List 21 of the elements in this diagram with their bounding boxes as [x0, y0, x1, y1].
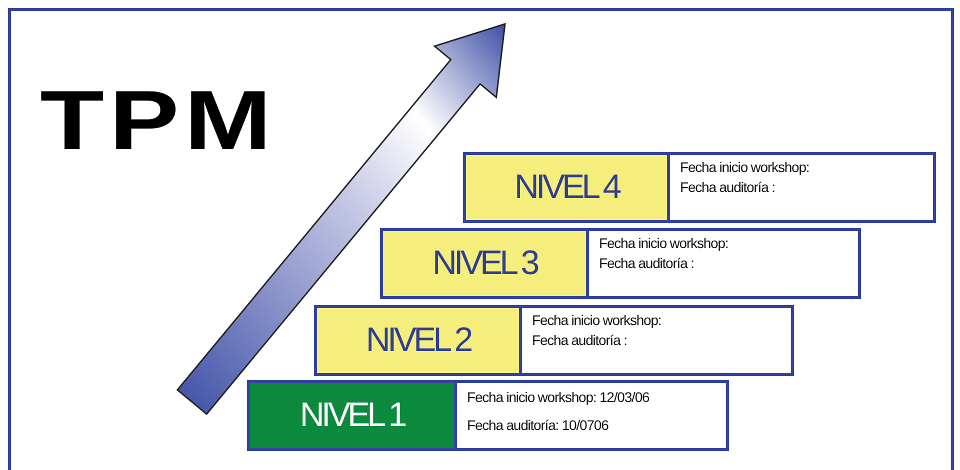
level-label: NIVEL 4	[514, 168, 619, 207]
info-box	[454, 380, 729, 451]
info-box	[519, 305, 794, 376]
title: TPM	[40, 78, 277, 162]
level-box	[247, 380, 457, 451]
audit-date-text: Fecha auditoría :	[599, 255, 694, 271]
workshop-date-text: Fecha inicio workshop:	[599, 235, 728, 251]
workshop-date-text: Fecha inicio workshop: 12/03/06	[467, 389, 650, 405]
level-label: NIVEL 1	[300, 396, 404, 435]
info-box	[667, 152, 936, 223]
info-box	[586, 228, 861, 299]
audit-date-text: Fecha auditoría :	[532, 332, 627, 348]
level-label: NIVEL 2	[366, 321, 470, 360]
level-box	[314, 305, 522, 376]
level-box	[380, 228, 589, 299]
level-label: NIVEL 3	[432, 244, 537, 283]
audit-date-text: Fecha auditoría :	[680, 179, 775, 195]
workshop-date-text: Fecha inicio workshop:	[532, 312, 662, 328]
audit-date-text: Fecha auditoría: 10/0706	[467, 417, 608, 433]
workshop-date-text: Fecha inicio workshop:	[680, 159, 810, 175]
level-box	[463, 152, 670, 223]
